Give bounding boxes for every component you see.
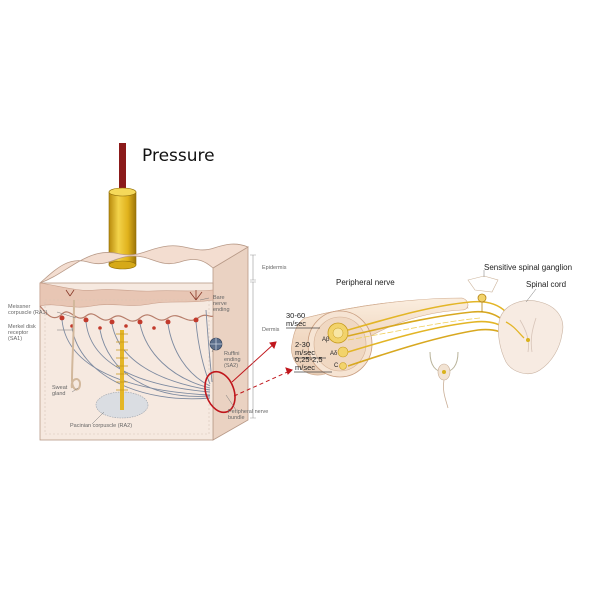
- sweat-gland-label: Sweat gland: [52, 385, 68, 397]
- lower-ganglion: [429, 351, 459, 409]
- ruffini-label: Ruffini ending (SA2): [224, 351, 241, 369]
- pressure-label: Pressure: [142, 146, 215, 166]
- fiber-adelta-label: Aδ: [330, 351, 338, 357]
- speed-abeta-label: 30-60 m/sec: [286, 311, 307, 328]
- bare-nerve-endings: [65, 289, 203, 301]
- pacinian-corpuscle: [95, 330, 149, 419]
- meissner-corpuscles: [59, 315, 199, 330]
- peripheral-nerve-label: Peripheral nerve: [336, 278, 395, 287]
- spinal-ganglion: [467, 275, 499, 312]
- speed-lines: [286, 327, 332, 373]
- nerve-bundle-highlight: [204, 370, 236, 414]
- layer-dimension-lines: [250, 254, 256, 419]
- spinal-cord: [498, 300, 564, 374]
- speed-c-label: 0,25-2,5 m/sec: [295, 355, 323, 372]
- meissner-label: Meissner corpuscle (RA1): [8, 304, 48, 316]
- bare-nerve-label: Bare nerve ending: [213, 295, 230, 313]
- fiber-c-label: C: [334, 363, 339, 369]
- speed-adelta-label: 2-30 m/sec: [295, 340, 316, 357]
- ruffini-ending: [209, 337, 223, 351]
- dermal-nerve-fibers: [61, 309, 213, 400]
- bundle-connectors: [231, 341, 293, 397]
- sweat-gland: [70, 299, 82, 391]
- epidermis-label: Epidermis: [262, 265, 287, 271]
- ganglion-label: Sensitive spinal ganglion: [484, 263, 573, 272]
- dermis-label: Dermis: [262, 327, 280, 333]
- pacinian-label: Pacinian corpuscle (RA2): [70, 423, 133, 429]
- merkel-label: Merkel disk receptor (SA1): [8, 324, 36, 342]
- spinal-cord-label: Spinal cord: [526, 280, 567, 289]
- fiber-abeta-label: Aβ: [322, 337, 330, 343]
- bundle-label: Peripheral nerve bundle: [228, 409, 269, 421]
- leader-lines: [56, 270, 537, 425]
